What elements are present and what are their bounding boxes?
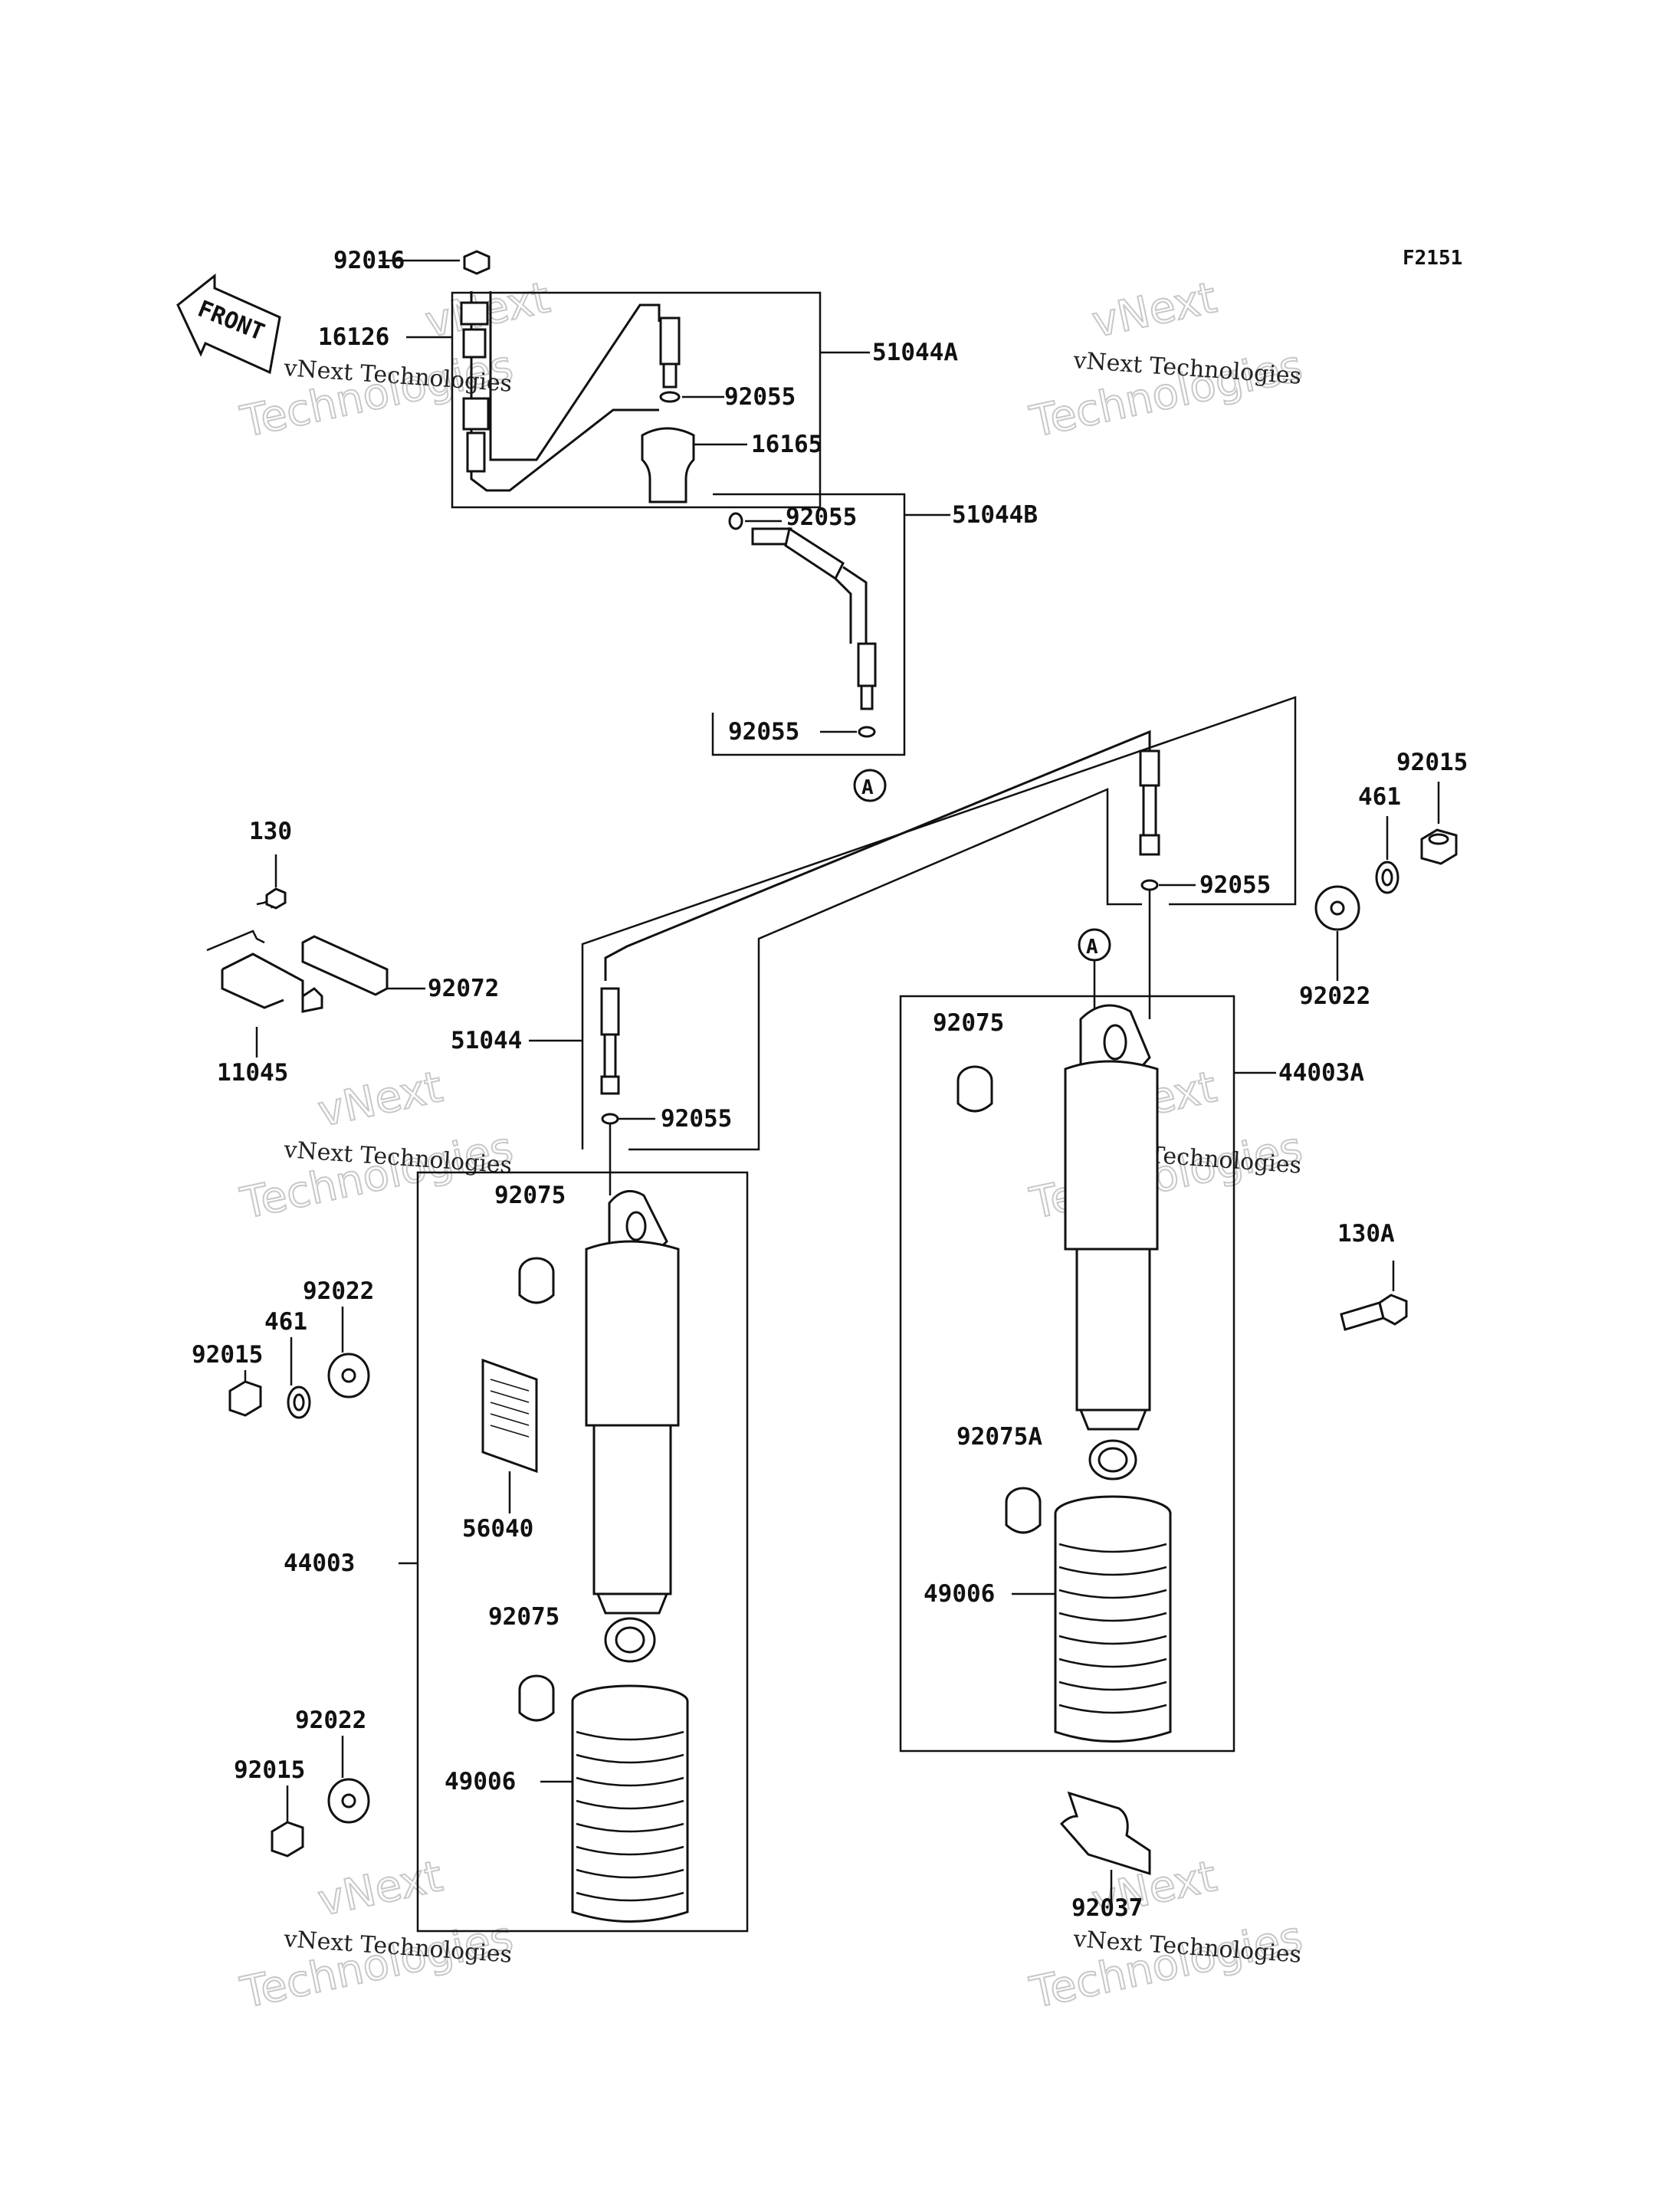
label-461-left: 461 <box>264 1308 307 1336</box>
bush-92075-right-icon <box>956 1065 993 1113</box>
lock-washer-461-right-icon <box>1375 816 1399 894</box>
label-16165: 16165 <box>751 431 822 458</box>
nut-92016-icon <box>463 250 491 275</box>
figure-code: F2151 <box>1403 247 1462 270</box>
bolt-130A-icon <box>1340 1261 1408 1331</box>
bracket-group <box>206 854 425 1058</box>
bracket-11045-icon <box>221 953 323 1013</box>
svg-text:A: A <box>861 776 874 799</box>
label-92055-b: 92055 <box>786 503 857 531</box>
clip-92037-icon <box>1059 1791 1151 1908</box>
bush-92075-icon <box>518 1257 555 1304</box>
svg-text:vNext: vNext <box>313 1851 447 1926</box>
reference-marker-a-top <box>853 769 887 802</box>
label-56040: 56040 <box>462 1515 533 1543</box>
label-92022-left2: 92022 <box>295 1707 366 1734</box>
watermark-bottom-right: vNext Technologies vNext Technologies <box>1025 1851 1307 2019</box>
label-92037: 92037 <box>1071 1894 1143 1922</box>
svg-text:A: A <box>1086 936 1098 959</box>
label-16126: 16126 <box>318 323 389 351</box>
washer-92022-right-icon <box>1314 885 1360 981</box>
label-44003A: 44003A <box>1278 1059 1364 1087</box>
nut-92015-left2-icon <box>271 1785 304 1858</box>
bush-92075-lower-icon <box>518 1674 555 1722</box>
label-92075-left: 92075 <box>494 1182 566 1209</box>
label-49006-left: 49006 <box>445 1768 516 1795</box>
label-130A: 130A <box>1337 1220 1395 1248</box>
label-51044: 51044 <box>451 1027 522 1054</box>
watermark-top-right: vNext Technologies vNext Technologies <box>1025 272 1307 448</box>
watermark-mid-left: vNext Technologies vNext Technologies <box>235 1061 517 1230</box>
label-44003: 44003 <box>284 1549 355 1577</box>
lock-washer-461-left-icon <box>287 1337 311 1419</box>
grommet-16165-icon <box>641 427 695 503</box>
washer-92022-left2-icon <box>327 1736 370 1824</box>
label-92075-left2: 92075 <box>488 1603 559 1631</box>
label-92016: 92016 <box>333 247 405 274</box>
label-92055-a: 92055 <box>724 383 796 411</box>
nut-92015-left1-icon <box>228 1370 262 1417</box>
label-92072: 92072 <box>428 975 499 1002</box>
hose-51044B-group: A <box>711 493 950 802</box>
label-51044A: 51044A <box>872 339 958 366</box>
label-92015-left1: 92015 <box>192 1341 263 1369</box>
label-92055-c: 92055 <box>728 718 799 746</box>
label-11045: 11045 <box>217 1059 288 1087</box>
warning-label-56040-icon <box>481 1358 538 1474</box>
label-51044B: 51044B <box>952 501 1038 529</box>
label-92055-d: 92055 <box>1199 871 1271 899</box>
svg-text:vNext: vNext <box>313 1062 447 1137</box>
shock-absorber-44003A: A <box>899 890 1276 1753</box>
front-arrow-icon: FRONT <box>176 273 281 375</box>
hose-51044A-group <box>379 250 870 509</box>
watermark-bottom-left: vNext Technologies vNext Technologies <box>235 1851 517 2019</box>
label-92022-left1: 92022 <box>303 1277 374 1305</box>
label-130: 130 <box>249 818 292 845</box>
label-92055-e: 92055 <box>661 1105 732 1133</box>
hose-51044-group <box>529 696 1297 1151</box>
label-461-right: 461 <box>1358 783 1401 811</box>
clamp-92072-icon <box>301 935 389 996</box>
bush-92075A-icon <box>1005 1487 1042 1534</box>
washer-92022-left1-icon <box>327 1307 370 1399</box>
watermark-top-left: vNext Technologies vNext Technologies <box>235 272 555 448</box>
shock-absorber-44003 <box>399 1123 749 1933</box>
svg-text:vNext: vNext <box>1088 273 1221 348</box>
label-92075A: 92075A <box>956 1423 1042 1451</box>
nut-92015-right-icon <box>1420 782 1458 865</box>
label-92015-right: 92015 <box>1396 749 1468 776</box>
bolt-130-icon <box>265 887 287 910</box>
label-49006-right: 49006 <box>924 1580 995 1608</box>
label-92022-right: 92022 <box>1299 982 1370 1010</box>
label-92015-left2: 92015 <box>234 1756 305 1784</box>
label-92075-right: 92075 <box>933 1009 1004 1037</box>
